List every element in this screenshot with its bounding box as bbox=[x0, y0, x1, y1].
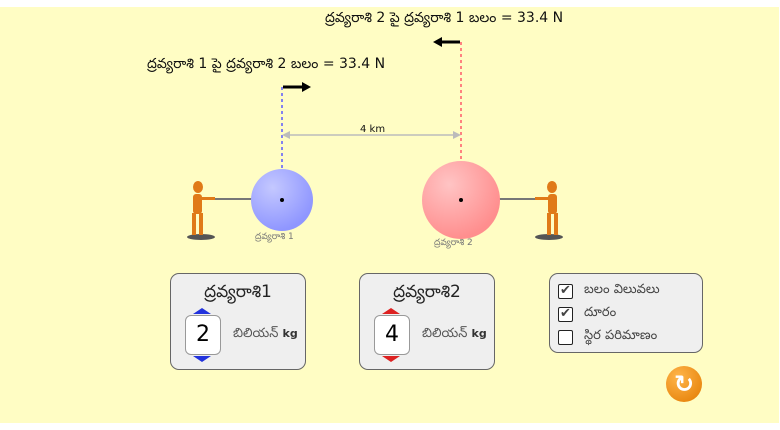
distance-label: 4 km bbox=[360, 124, 386, 135]
decrement-arrow-icon[interactable] bbox=[382, 356, 400, 362]
mass1-panel-title: ద్రవ్యరాశి1 bbox=[204, 282, 272, 302]
mass1-value-spinner[interactable]: 2 bbox=[185, 315, 221, 355]
puller-left-figure bbox=[187, 181, 215, 240]
scene-graphics bbox=[187, 37, 563, 240]
increment-arrow-icon[interactable] bbox=[193, 308, 211, 314]
decrement-arrow-icon[interactable] bbox=[193, 356, 211, 362]
mass2-panel-title: ద్రవ్యరాశి2 bbox=[393, 282, 461, 302]
mass2-label: ద్రవ్యరాశి 2 bbox=[434, 238, 473, 248]
mass1-unit: బిలియన్ kg bbox=[233, 326, 298, 341]
options-panel: ✔బలం విలువలు ✔దూరం స్థిర పరిమాణం bbox=[549, 273, 703, 353]
reset-icon: ↻ bbox=[673, 370, 695, 398]
checkbox-distance[interactable]: ✔దూరం bbox=[558, 305, 616, 323]
checkbox-force-values[interactable]: ✔బలం విలువలు bbox=[558, 282, 660, 300]
simulation-area: ద్రవ్యరాశి 2 పై ద్రవ్యరాశి 1 బలం = 33.4 … bbox=[0, 7, 779, 423]
mass2-value-spinner[interactable]: 4 bbox=[374, 315, 410, 355]
distance-arrow bbox=[282, 131, 461, 139]
force-label-on-mass1: ద్రవ్యరాశి 1 పై ద్రవ్యరాశి 2 బలం = 33.4 … bbox=[147, 56, 386, 72]
mass1-label: ద్రవ్యరాశి 1 bbox=[255, 232, 294, 242]
force-label-on-mass2: ద్రవ్యరాశి 2 పై ద్రవ్యరాశి 1 బలం = 33.4 … bbox=[325, 10, 564, 26]
force-arrow-mass2 bbox=[433, 37, 460, 47]
force-arrow-mass1 bbox=[283, 82, 311, 92]
mass1-control-panel: ద్రవ్యరాశి1 2 బిలియన్ kg bbox=[170, 273, 306, 370]
increment-arrow-icon[interactable] bbox=[382, 308, 400, 314]
reset-button[interactable]: ↻ bbox=[666, 366, 702, 402]
mass2-control-panel: ద్రవ్యరాశి2 4 బిలియన్ kg bbox=[359, 273, 495, 370]
puller-right-figure bbox=[535, 181, 563, 240]
mass2-unit: బిలియన్ kg bbox=[422, 326, 487, 341]
checkbox-constant-size[interactable]: స్థిర పరిమాణం bbox=[558, 328, 657, 346]
